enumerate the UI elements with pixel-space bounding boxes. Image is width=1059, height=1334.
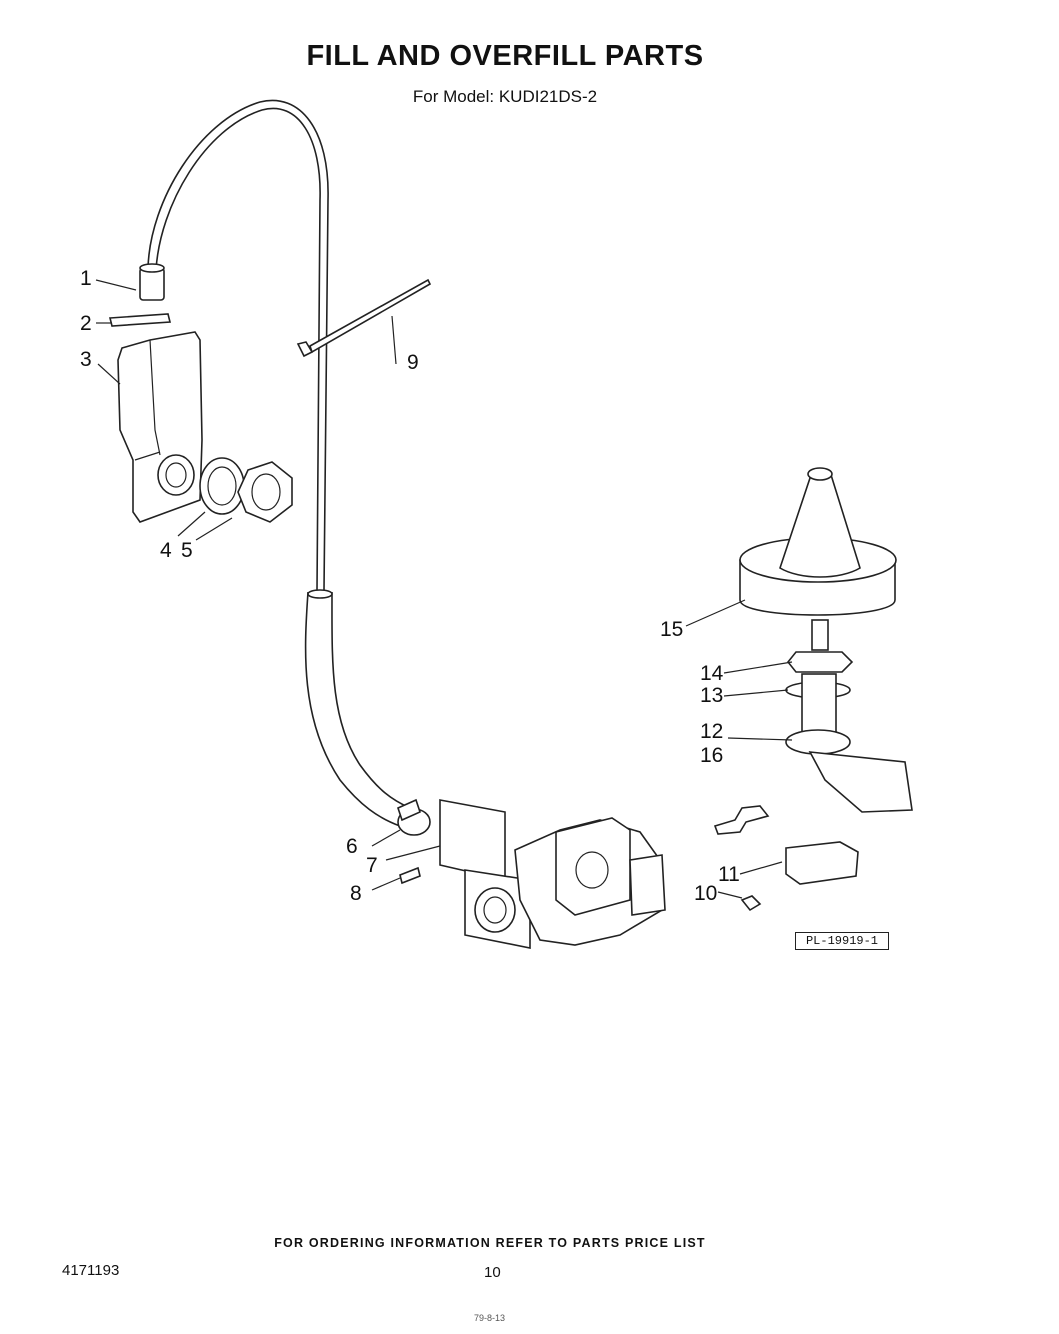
callout-1: 1	[80, 267, 92, 290]
callout-16: 16	[700, 744, 723, 767]
page-title: FILL AND OVERFILL PARTS	[306, 40, 704, 72]
callout-2: 2	[80, 312, 92, 335]
callout-5: 5	[181, 539, 193, 562]
callout-3: 3	[80, 348, 92, 371]
callout-14: 14	[700, 662, 724, 685]
document-number: 4171193	[62, 1262, 120, 1279]
fill-tube	[147, 99, 411, 827]
callout-11: 11	[718, 863, 740, 886]
leader-lines	[95, 279, 793, 899]
diagram-reference-box: PL-19919-1	[795, 932, 889, 950]
callout-7: 7	[366, 854, 378, 877]
callout-4: 4	[160, 539, 172, 562]
water-valve-assembly	[397, 798, 666, 949]
fill-funnel-assembly	[108, 263, 293, 523]
callout-9: 9	[407, 351, 419, 374]
callout-12: 12	[700, 720, 723, 743]
callout-8: 8	[350, 882, 362, 905]
callout-13: 13	[700, 684, 723, 707]
ordering-note: FOR ORDERING INFORMATION REFER TO PARTS …	[274, 1236, 706, 1250]
overfill-float-assembly	[713, 467, 913, 835]
callout-15: 15	[660, 618, 683, 641]
print-stamp: 79-8-13	[474, 1313, 506, 1323]
overfill-switch	[740, 841, 859, 912]
callout-10: 10	[694, 882, 717, 905]
page-number: 10	[484, 1264, 501, 1281]
tie-strap	[296, 278, 432, 358]
callout-6: 6	[346, 835, 358, 858]
model-subtitle: For Model: KUDI21DS-2	[412, 87, 598, 106]
